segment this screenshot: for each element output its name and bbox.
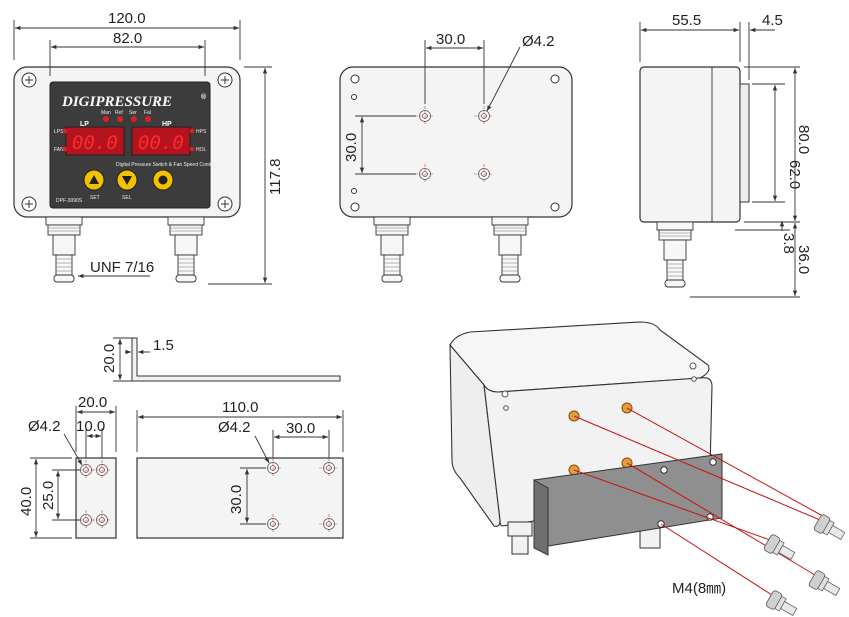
screw-icon	[21, 196, 37, 212]
left-header: LP	[80, 121, 89, 128]
left-display	[65, 126, 125, 156]
dim-side-lip: 4.5	[762, 12, 783, 29]
dim-bracket-short-hole-spacing-h: 10.0	[76, 418, 105, 435]
dim-bracket-long-hole-spacing-h: 30.0	[286, 420, 315, 437]
dim-side-outer-height: 80.0	[795, 125, 812, 154]
assembly-bracket-flange	[533, 479, 549, 556]
dim-bracket-long-hole-spacing-v: 30.0	[228, 485, 245, 514]
screw-icon	[217, 196, 233, 212]
fitting-thread-label: UNF 7/16	[90, 259, 154, 276]
dim-bracket-thickness: 1.5	[153, 337, 174, 354]
led-label: Ref	[115, 110, 123, 116]
led-label: Fal	[144, 110, 151, 116]
bracket-profile: 20.0 1.5	[101, 337, 341, 382]
dim-side-offset: 3.8	[780, 233, 797, 254]
status-leds: Man Ref Ser Fal	[101, 110, 151, 122]
back-view: 30.0 Ø4.2 30.0	[339, 31, 573, 283]
bracket-short: 20.0 10.0 Ø4.2 40.0 25.0	[18, 394, 117, 539]
dim-bracket-short-hole-diameter: Ø4.2	[28, 418, 61, 435]
screw-icon	[217, 72, 233, 88]
assembly-fittings	[507, 521, 661, 555]
led-label: Man	[101, 110, 111, 116]
dim-bracket-short-width: 20.0	[78, 394, 107, 411]
dim-back-hole-spacing-h: 30.0	[436, 31, 465, 48]
dim-side-depth: 55.5	[672, 12, 701, 29]
screw-icon	[762, 533, 798, 565]
assembly-view: M4(8㎜)	[449, 321, 848, 617]
dim-bracket-short-hole-spacing-v: 25.0	[40, 481, 57, 510]
pressure-fitting	[491, 216, 529, 283]
side-lip	[739, 83, 750, 203]
dim-side-inner-height: 62.0	[786, 160, 803, 189]
bracket-long-plate	[136, 457, 344, 539]
pressure-fitting	[373, 216, 411, 283]
panel-label-left: LPS	[54, 129, 64, 135]
dim-bracket-long-hole-diameter: Ø4.2	[218, 419, 251, 436]
pressure-fitting	[45, 216, 83, 283]
right-display-value: 00.0	[138, 132, 184, 154]
dim-bracket-height: 20.0	[101, 344, 118, 373]
panel-label-right: HOL	[196, 147, 207, 153]
screw-icon	[21, 72, 37, 88]
screw-icon	[812, 513, 848, 545]
dim-front-screw-spacing: 82.0	[113, 30, 142, 47]
screw-leader-lines	[573, 407, 831, 596]
side-view: 55.5 4.5 62.0 80.0 3.8 36.0	[639, 12, 812, 298]
button-label: SEL	[122, 195, 132, 201]
side-housing	[639, 66, 741, 223]
right-display	[131, 126, 191, 156]
dim-front-height: 117.8	[267, 159, 284, 195]
dim-back-hole-spacing-v: 30.0	[343, 133, 360, 162]
model-number: DPF-3090S	[56, 198, 83, 204]
button-label: SET	[90, 195, 100, 201]
dim-bracket-long-length: 110.0	[222, 399, 258, 416]
right-header: HP	[162, 121, 172, 128]
left-display-value: 00.0	[72, 132, 118, 154]
panel-buttons	[83, 169, 174, 191]
dim-bracket-short-height: 40.0	[18, 487, 35, 516]
dim-side-fitting-length: 36.0	[795, 245, 812, 274]
screw-size-label: M4(8㎜)	[672, 580, 726, 597]
led-label: Ser	[129, 110, 137, 116]
back-housing	[339, 66, 573, 218]
pressure-fitting	[167, 216, 205, 283]
panel-label-left: FAN	[54, 147, 64, 153]
front-view: DIGIPRESSURE ® Man Ref Ser Fal LP HP 00.…	[13, 10, 284, 285]
brand-name: DIGIPRESSURE	[61, 94, 172, 110]
panel-label-right: HPS	[196, 129, 207, 135]
bracket-long: 110.0 30.0 Ø4.2 30.0	[136, 399, 344, 539]
dim-back-hole-diameter: Ø4.2	[522, 33, 555, 50]
dim-front-width: 120.0	[108, 10, 146, 27]
registered-mark: ®	[201, 93, 207, 101]
pressure-fitting	[656, 221, 694, 288]
panel-subtitle: Digital Pressure Switch & Fan Speed Cont…	[116, 162, 221, 168]
